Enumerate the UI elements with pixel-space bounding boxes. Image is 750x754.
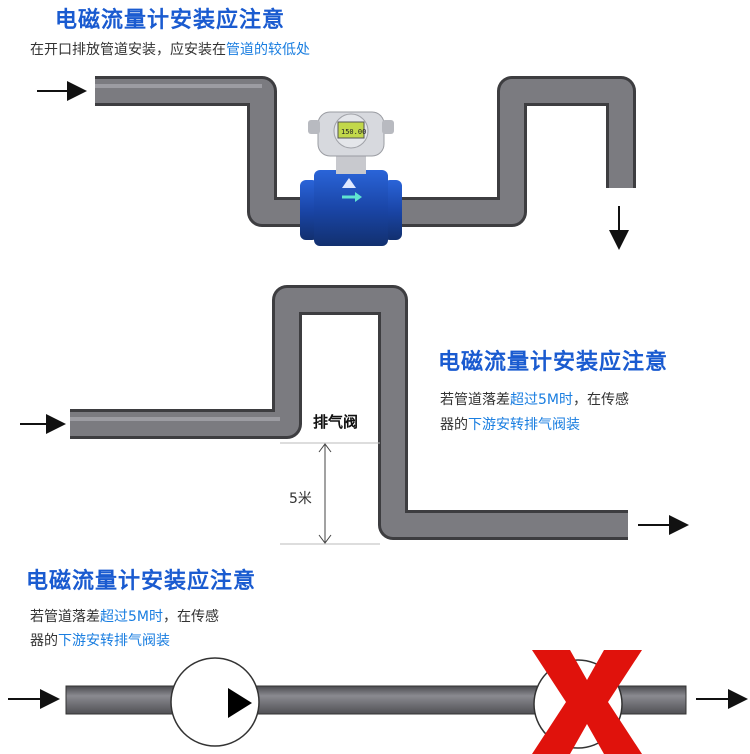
section2-line1-highlight: 超过5M时 [510,392,573,408]
section3-line1: 若管道落差超过5M时，在传感 [30,606,219,626]
flow-meter [300,111,402,246]
section2-line1: 若管道落差超过5M时，在传感 [440,389,629,409]
section3-line2-plain: 器的 [30,633,58,649]
section2-line2-plain: 器的 [440,417,468,433]
section1-description: 在开口排放管道安装，应安装在管道的较低处 [30,39,310,59]
section1-desc-plain: 在开口排放管道安装，应安装在 [30,42,226,58]
section2-title: 电磁流量计安装应注意 [438,350,669,375]
section3-line2-highlight: 下游安转排气阀装 [58,633,170,649]
drop-height-label: 5米 [289,491,312,507]
section3-line1-tail: ，在传感 [163,609,219,625]
section3-title: 电磁流量计安装应注意 [26,569,257,594]
section1-title: 电磁流量计安装应注意 [55,8,286,33]
section1-desc-highlight: 管道的较低处 [226,42,310,58]
red-cross-icon [532,650,642,754]
section2-line1-plain: 若管道落差 [440,392,510,408]
section2-line2: 器的下游安转排气阀装 [440,414,580,434]
section3-line2: 器的下游安转排气阀装 [30,630,170,650]
section3-line1-highlight: 超过5M时 [100,609,163,625]
section2-line1-tail: ，在传感 [573,392,629,408]
section2-line2-highlight: 下游安转排气阀装 [468,417,580,433]
section2-pipe [70,285,628,540]
pump-circle [170,657,260,747]
section1-pipe [95,76,636,227]
exhaust-valve-label: 排气阀 [313,413,359,431]
drop-dimension [280,442,380,545]
meter-display-value: 150.00 [341,128,366,136]
section3-line1-plain: 若管道落差 [30,609,100,625]
